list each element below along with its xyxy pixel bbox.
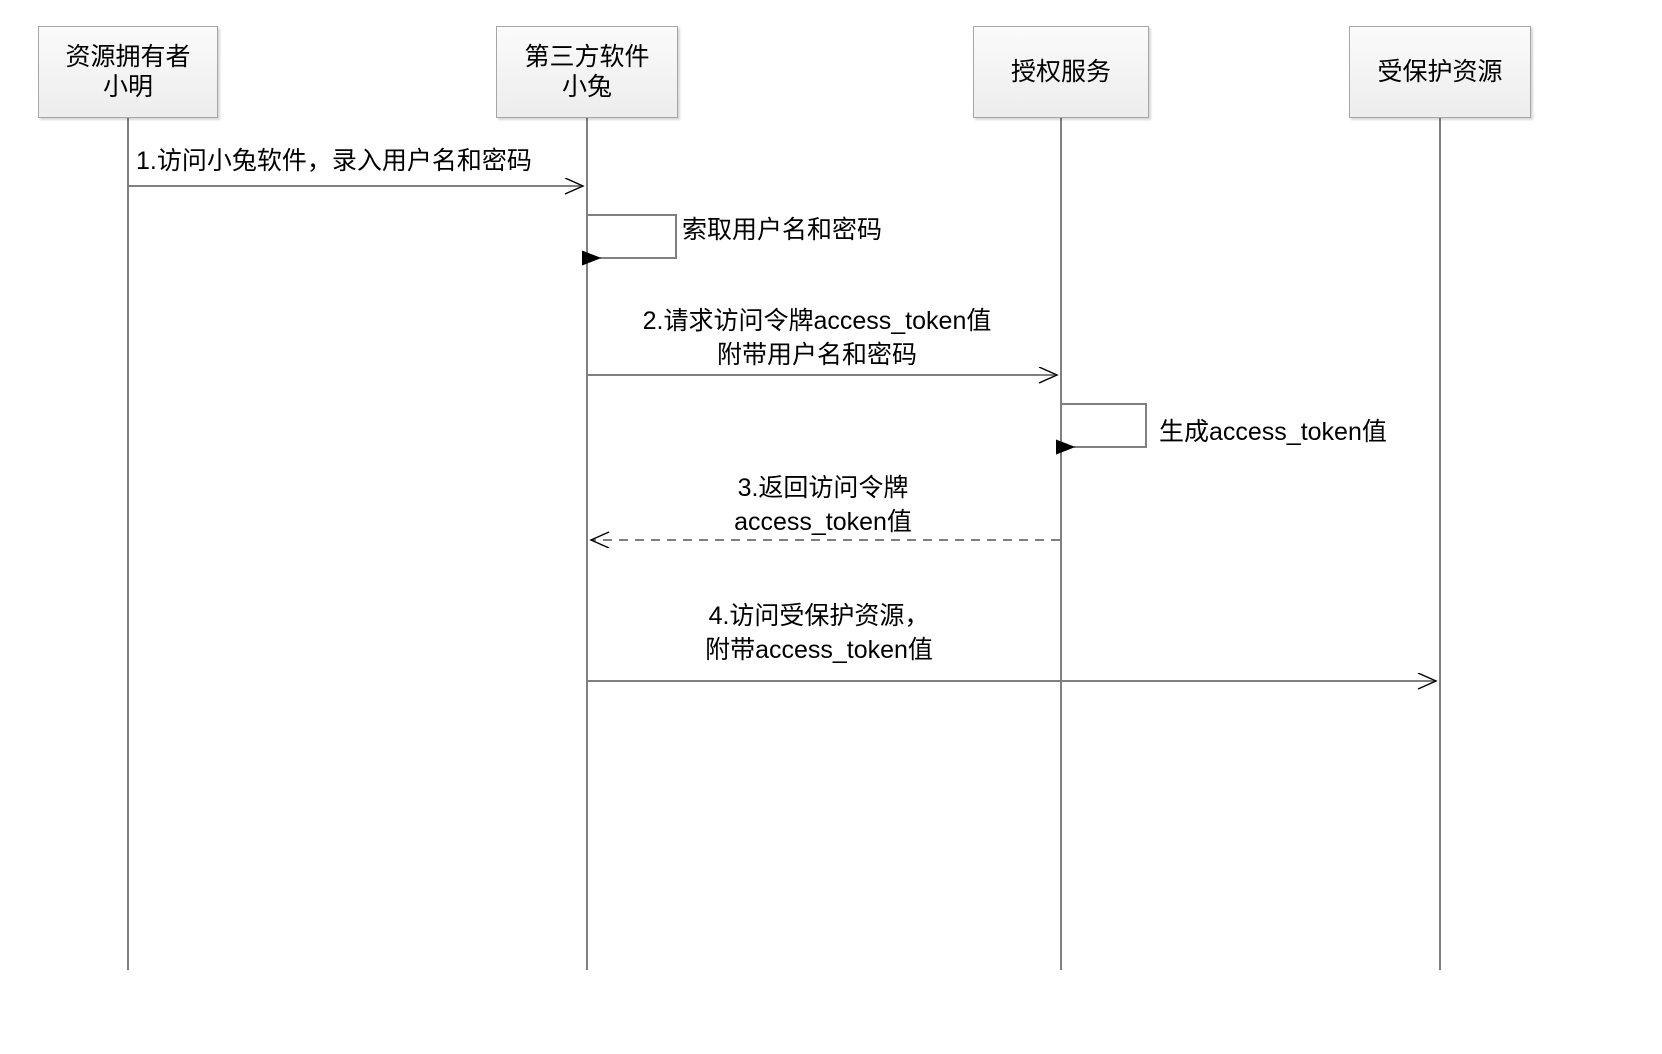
participant-resource-owner[interactable]: 资源拥有者 小明 (38, 26, 218, 118)
self-loop-arrow-2 (1062, 403, 1147, 447)
participant-label-line1: 第三方软件 (524, 42, 650, 71)
message-label-2: 2.请求访问令牌access_token值 附带用户名和密码 (624, 305, 1010, 372)
message-label-2-line1: 2.请求访问令牌access_token值 (642, 307, 992, 335)
message-label-self-2-line1: 生成access_token值 (1159, 418, 1387, 446)
participant-label-line1: 受保护资源 (1377, 57, 1503, 86)
message-label-4-line1: 4.访问受保护资源， (708, 602, 930, 630)
participant-protected-resource[interactable]: 受保护资源 (1349, 26, 1531, 118)
message-label-3: 3.返回访问令牌 access_token值 (679, 472, 967, 539)
message-label-4-line2: 附带access_token值 (705, 635, 933, 664)
message-label-4: 4.访问受保护资源， 附带access_token值 (671, 600, 967, 667)
participant-label-line1: 授权服务 (1010, 57, 1111, 86)
message-label-self-1-line1: 索取用户名和密码 (682, 216, 883, 244)
message-label-3-line1: 3.返回访问令牌 (737, 474, 909, 502)
message-label-1: 1.访问小兔软件，录入用户名和密码 (136, 145, 532, 179)
self-loop-arrow-1 (588, 214, 677, 258)
message-label-self-1: 索取用户名和密码 (682, 214, 882, 248)
message-label-1-line1: 1.访问小兔软件，录入用户名和密码 (136, 147, 532, 175)
participant-authorization-service[interactable]: 授权服务 (973, 26, 1149, 118)
message-label-2-line2: 附带用户名和密码 (716, 340, 917, 369)
message-label-3-line2: access_token值 (734, 507, 912, 536)
participant-label-line1: 资源拥有者 (65, 42, 191, 71)
participant-third-party-app[interactable]: 第三方软件 小兔 (496, 26, 678, 118)
message-label-self-2: 生成access_token值 (1159, 416, 1387, 450)
participant-label-line2: 小明 (102, 73, 153, 101)
participant-label-line2: 小兔 (561, 73, 612, 101)
